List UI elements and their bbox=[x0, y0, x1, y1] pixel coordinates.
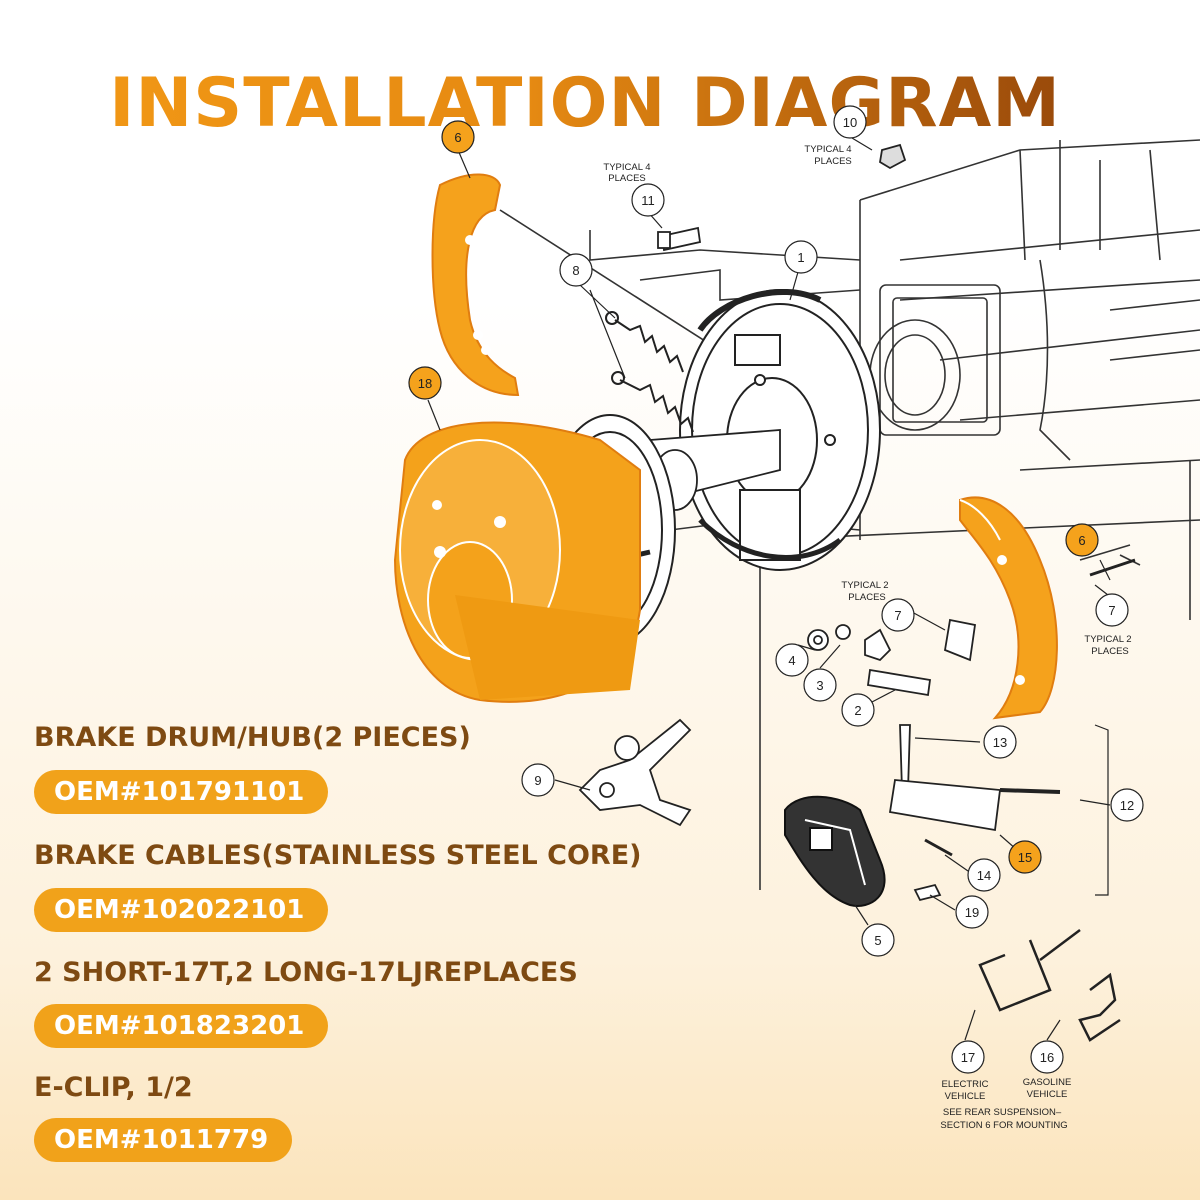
callout-17: 17 bbox=[951, 1040, 985, 1074]
callout-3: 3 bbox=[803, 668, 837, 702]
svg-text:5: 5 bbox=[874, 933, 881, 948]
callout-13: 13 bbox=[983, 725, 1017, 759]
callout-15: 15 bbox=[1008, 840, 1042, 874]
callout-2: 2 bbox=[841, 693, 875, 727]
svg-text:3: 3 bbox=[816, 678, 823, 693]
svg-text:19: 19 bbox=[965, 905, 979, 920]
brake-shoe-6-right bbox=[959, 496, 1058, 720]
svg-text:17: 17 bbox=[961, 1050, 975, 1065]
brake-shoe-6-left bbox=[431, 173, 520, 397]
note-electric: ELECTRIC bbox=[942, 1079, 989, 1090]
hardware-pieces bbox=[657, 143, 1136, 902]
callout-8: 8 bbox=[559, 253, 593, 287]
callout-11: 11 bbox=[631, 183, 665, 217]
callout-1: 1 bbox=[784, 240, 818, 274]
part-name-e-clip: E-CLIP, 1/2 bbox=[34, 1072, 193, 1103]
svg-text:6: 6 bbox=[454, 130, 461, 145]
brake-springs bbox=[605, 311, 694, 433]
note-gasoline: GASOLINE bbox=[1023, 1077, 1072, 1088]
diagram-notes: TYPICAL 4 PLACES TYPICAL 4 PLACES TYPICA… bbox=[603, 144, 1131, 1131]
callout-4: 4 bbox=[775, 643, 809, 677]
svg-text:9: 9 bbox=[534, 773, 541, 788]
note-typical4-left-line1: TYPICAL 4 bbox=[603, 162, 650, 173]
part-name-brake-cables: BRAKE CABLES(STAINLESS STEEL CORE) bbox=[34, 840, 642, 871]
svg-text:15: 15 bbox=[1018, 850, 1032, 865]
oem-badge-brake-drum: OEM#101791101 bbox=[34, 770, 329, 814]
svg-text:8: 8 bbox=[572, 263, 579, 278]
svg-text:1: 1 bbox=[797, 250, 804, 265]
note-typical2-right-line1: TYPICAL 2 bbox=[1084, 634, 1131, 645]
axle-frame-drawing bbox=[499, 139, 1200, 890]
note-typical4-left-line2: PLACES bbox=[608, 173, 646, 184]
svg-text:4: 4 bbox=[788, 653, 795, 668]
oem-badge-e-clip: OEM#1011779 bbox=[34, 1118, 293, 1162]
svg-text:18: 18 bbox=[418, 376, 432, 391]
svg-text:16: 16 bbox=[1040, 1050, 1054, 1065]
wire-springs-16-17 bbox=[978, 929, 1121, 1042]
callout-16: 16 bbox=[1030, 1040, 1064, 1074]
leader-lines bbox=[427, 137, 1111, 1041]
svg-text:11: 11 bbox=[641, 193, 655, 208]
part-name-brake-drum: BRAKE DRUM/HUB(2 PIECES) bbox=[34, 722, 471, 753]
note-rear-suspension-2: SECTION 6 FOR MOUNTING bbox=[940, 1120, 1067, 1131]
note-typical4-top-line1: TYPICAL 4 bbox=[804, 144, 851, 155]
note-typical2-mid-line2: PLACES bbox=[848, 592, 886, 603]
svg-text:6: 6 bbox=[1078, 533, 1085, 548]
callout-5: 5 bbox=[861, 923, 895, 957]
brake-drum-18 bbox=[393, 421, 641, 703]
note-typical2-right-line2: PLACES bbox=[1091, 646, 1129, 657]
note-electric-vehicle: VEHICLE bbox=[945, 1091, 986, 1102]
oem-badge-springs: OEM#101823201 bbox=[34, 1004, 329, 1048]
svg-text:12: 12 bbox=[1120, 798, 1134, 813]
svg-text:10: 10 bbox=[843, 115, 857, 130]
callout-9: 9 bbox=[521, 763, 555, 797]
callout-6-top: 6 bbox=[441, 120, 475, 154]
callout-19: 19 bbox=[955, 895, 989, 929]
callout-18: 18 bbox=[408, 366, 442, 400]
callout-7-right: 7 bbox=[1095, 593, 1129, 627]
note-typical4-top-line2: PLACES bbox=[814, 156, 852, 167]
callout-12: 12 bbox=[1110, 788, 1144, 822]
svg-text:7: 7 bbox=[1108, 603, 1115, 618]
callout-circles: 6 18 6 15 10 11 1 8 7 7 4 3 2 13 9 12 14… bbox=[408, 105, 1144, 1074]
callout-6-right: 6 bbox=[1065, 523, 1099, 557]
note-rear-suspension-1: SEE REAR SUSPENSION– bbox=[943, 1107, 1062, 1118]
part-name-springs: 2 SHORT-17T,2 LONG-17LJREPLACES bbox=[34, 957, 578, 988]
page-title: INSTALLATION DIAGRAM bbox=[0, 64, 1170, 143]
callout-14: 14 bbox=[967, 858, 1001, 892]
note-gasoline-vehicle: VEHICLE bbox=[1027, 1089, 1068, 1100]
callout-10: 10 bbox=[833, 105, 867, 139]
note-typical2-mid-line1: TYPICAL 2 bbox=[841, 580, 888, 591]
svg-text:2: 2 bbox=[854, 703, 861, 718]
svg-text:13: 13 bbox=[993, 735, 1007, 750]
callout-7-mid: 7 bbox=[881, 598, 915, 632]
boot-5 bbox=[784, 795, 886, 907]
svg-text:7: 7 bbox=[894, 608, 901, 623]
svg-text:14: 14 bbox=[977, 868, 991, 883]
oem-badge-brake-cables: OEM#102022101 bbox=[34, 888, 329, 932]
lever-9 bbox=[578, 718, 692, 827]
